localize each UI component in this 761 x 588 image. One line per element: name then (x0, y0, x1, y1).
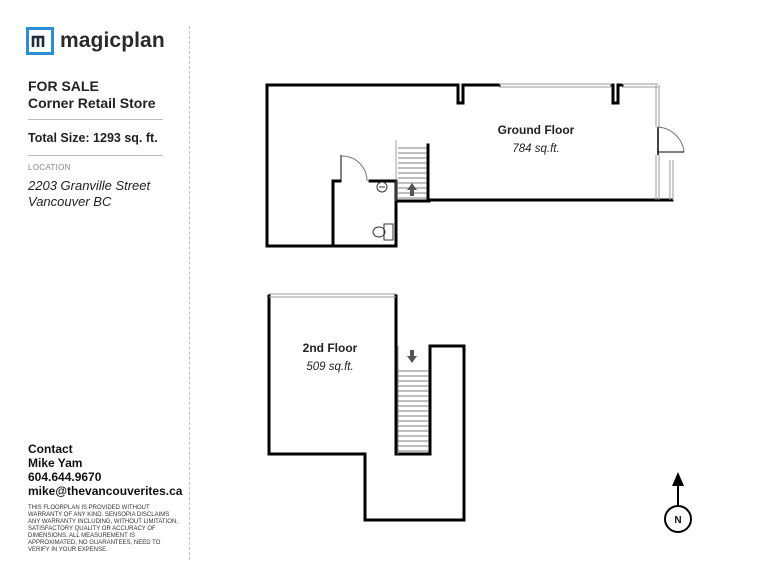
entry-door (657, 126, 685, 155)
brand-name: magicplan (60, 29, 165, 52)
address-line2: Vancouver BC (28, 194, 112, 209)
second-floor-area: 509 sq.ft. (306, 361, 353, 373)
sidebar-divider (189, 26, 190, 560)
bathroom-door (340, 155, 368, 182)
second-floor-label: 2nd Floor (303, 341, 358, 355)
ground-floor-area: 784 sq.ft. (512, 143, 559, 155)
divider (28, 155, 163, 156)
ground-floor-label: Ground Floor (498, 123, 575, 137)
ground-floor-windows (499, 83, 674, 200)
contact-heading: Contact (28, 442, 73, 456)
listing-title: FOR SALE Corner Retail Store (28, 78, 156, 112)
ground-floor-plan (265, 83, 674, 248)
listing-title-line2: Corner Retail Store (28, 95, 156, 111)
contact-block: Contact Mike Yam 604.644.9670 mike@theva… (28, 442, 182, 498)
second-floor-stairs (398, 370, 429, 452)
sidebar: magicplan FOR SALE Corner Retail Store T… (0, 0, 190, 588)
stairs-up-arrow-icon (407, 183, 417, 196)
ground-floor-stairs (395, 140, 427, 201)
contact-phone: 604.644.9670 (28, 470, 102, 484)
disclaimer: THIS FLOORPLAN IS PROVIDED WITHOUT WARRA… (28, 505, 178, 553)
compass-label: N (674, 515, 681, 526)
contact-name: Mike Yam (28, 456, 83, 470)
divider (28, 119, 163, 120)
contact-email: mike@thevancouverites.ca (28, 484, 183, 498)
address-line1: 2203 Granville Street (28, 178, 151, 193)
location-label: LOCATION (28, 163, 71, 172)
second-floor-plan (267, 294, 466, 522)
total-size: Total Size: 1293 sq. ft. (28, 131, 158, 145)
address: 2203 Granville Street Vancouver BC (28, 178, 150, 210)
second-floor-windows (269, 293, 399, 454)
north-arrow-icon: N (664, 472, 692, 533)
stairs-down-arrow-icon (407, 350, 417, 363)
bathroom-fixtures (372, 181, 394, 241)
listing-title-line1: FOR SALE (28, 78, 99, 94)
magicplan-logo-icon (26, 27, 54, 55)
brand-logo: magicplan (26, 27, 165, 55)
